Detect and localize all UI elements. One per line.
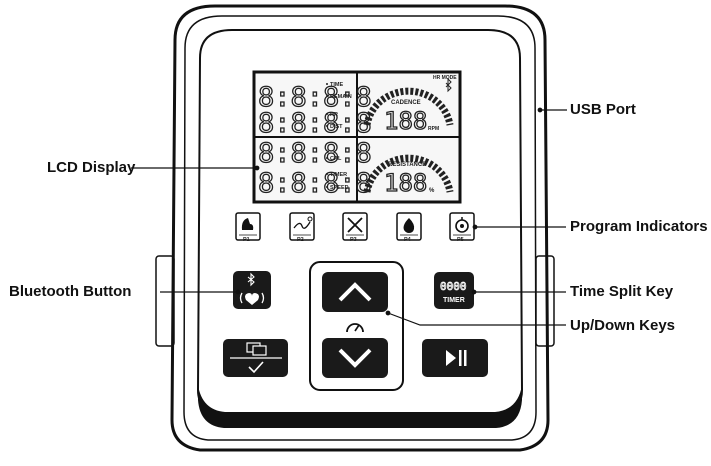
flame-icon (403, 218, 415, 233)
program-label-p4: P4 (404, 237, 412, 243)
left-side-tab (155, 255, 175, 347)
bluetooth-button[interactable] (233, 271, 271, 309)
lcd-label-time: TIME (330, 82, 343, 88)
lcd-cadence-unit: RPM (428, 126, 439, 132)
callout-usb-port: USB Port (570, 101, 636, 118)
lcd-resistance-unit: % (429, 188, 435, 194)
console-bottom-band (198, 385, 522, 428)
check-icon (248, 361, 264, 374)
lcd-label-hr: HR (330, 112, 338, 118)
callout-lcd-display: LCD Display (47, 159, 136, 176)
lcd-digits-row-3: 8:8:8:8 (258, 138, 372, 169)
cadence-arc (363, 87, 454, 126)
bluetooth-icon (445, 77, 452, 93)
callout-lines (131, 107, 567, 326)
program-indicator-p3[interactable]: P3 (342, 212, 368, 243)
program-label-p5: P5 (457, 237, 464, 243)
lcd-digits-row-1: 8:8:8:8 (258, 82, 372, 113)
lcd-label-timer: TIMER (330, 172, 347, 178)
resistance-arc (363, 154, 454, 193)
utensils-icon (347, 217, 363, 233)
program-indicator-p5[interactable]: P5 (449, 212, 475, 243)
hand-icon (241, 218, 254, 230)
program-label-p1: P1 (243, 237, 250, 243)
chevron-up-icon (338, 282, 372, 302)
callout-bluetooth-button: Bluetooth Button (9, 283, 132, 300)
console-outer-shell (170, 4, 550, 452)
lcd-digits-row-4: 8:8:8:8 (258, 168, 372, 199)
program-label-p3: P3 (350, 237, 357, 243)
lcd-resistance-value: 188 (384, 169, 427, 197)
bluetooth-button-icon (247, 272, 255, 287)
console-inner-shell (183, 15, 537, 441)
up-button[interactable] (322, 272, 388, 312)
program-indicator-p1[interactable]: P1 (235, 212, 261, 243)
timer-button[interactable]: 0000 TIMER (434, 272, 474, 309)
callout-time-split-key: Time Split Key (570, 283, 674, 300)
lcd-cadence-value: 188 (384, 107, 427, 135)
lcd-label-cal: CAL (330, 156, 342, 162)
right-side-tab (535, 255, 555, 347)
lcd-label-dots (326, 83, 328, 188)
down-button[interactable] (322, 338, 388, 378)
lcd-hr-mode: HR MODE (433, 75, 457, 81)
route-icon (293, 221, 311, 229)
program-indicator-p4[interactable]: P4 (396, 212, 422, 243)
play-pause-button[interactable] (422, 339, 488, 377)
timer-button-label: TIMER (443, 297, 465, 304)
confirm-button[interactable] (223, 339, 288, 377)
callout-up-down-keys: Up/Down Keys (570, 317, 676, 334)
heart-icon (245, 293, 259, 305)
program-indicator-p2[interactable]: P2 (289, 212, 315, 243)
lcd-label-dist: DIST (330, 124, 343, 130)
timer-button-digits: 0000 (440, 280, 467, 293)
speedometer-icon (346, 323, 364, 333)
lcd-label-speed: SPEED (330, 185, 349, 191)
lcd-cadence-label: CADENCE (391, 100, 421, 106)
lcd-label-remain: REMAIN (330, 94, 352, 100)
program-label-p2: P2 (297, 237, 304, 243)
chevron-down-icon (338, 348, 372, 368)
play-pause-icon (446, 350, 456, 366)
lcd-digits-row-2: 8:8:8:8 (258, 108, 372, 139)
callout-program-indicators: Program Indicators (570, 218, 708, 235)
lcd-resistance-label: RESISTANCE (388, 162, 426, 168)
